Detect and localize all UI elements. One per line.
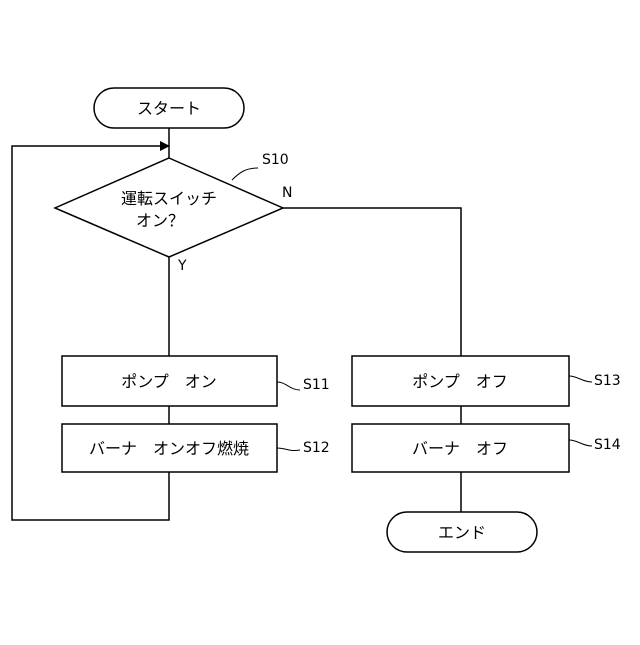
branch-yes-label: Y (177, 258, 187, 274)
decision-line2: オン？ (136, 211, 184, 230)
step-s13: S13 (594, 373, 621, 389)
s12-leader (277, 448, 300, 451)
step-s14: S14 (594, 437, 621, 453)
s10-leader (232, 168, 258, 180)
decision-line1: 運転スイッチ (121, 189, 217, 208)
s11-leader (277, 382, 300, 390)
s13-leader (569, 376, 592, 382)
burner-off-label: バーナ オフ (412, 439, 508, 458)
step-s12: S12 (303, 440, 330, 456)
pump-on-label: ポンプ オン (121, 372, 217, 391)
end-label: エンド (438, 523, 486, 542)
step-s10: S10 (262, 152, 289, 168)
s14-leader (569, 440, 592, 446)
burner-on-label: バーナ オンオフ燃焼 (89, 439, 249, 458)
branch-no-label: N (282, 185, 292, 201)
connector-no-branch (283, 208, 461, 356)
step-s11: S11 (303, 377, 330, 393)
pump-off-label: ポンプ オフ (412, 372, 508, 391)
start-label: スタート (137, 99, 201, 118)
